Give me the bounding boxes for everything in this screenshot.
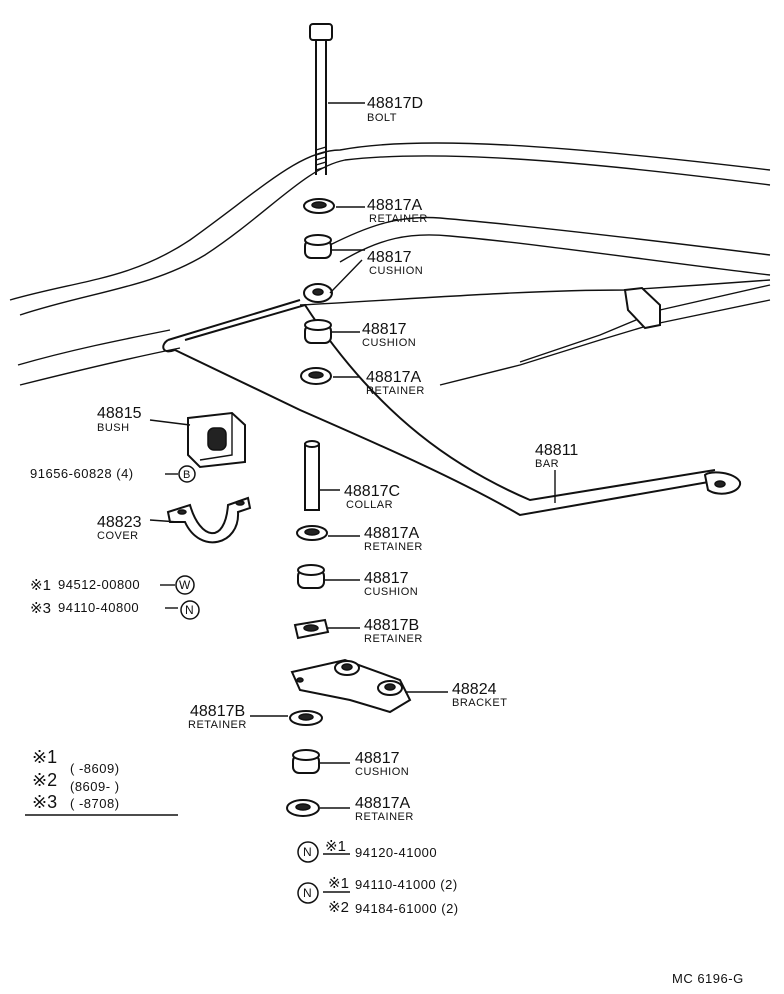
legend-range-1: ( -8609): [70, 761, 120, 776]
diagram-code: MC 6196-G: [672, 971, 744, 986]
svg-text:W: W: [179, 578, 191, 592]
legend-mark-2: ※2: [32, 770, 57, 790]
legend: ※1 ( -8609) ※2 (8609- ) ※3 ( -8708): [32, 747, 120, 812]
fastener-nut1: N ※1 94120-41000: [297, 838, 437, 863]
bolt-48817d: [309, 23, 333, 175]
svg-text:N: N: [185, 603, 194, 617]
svg-text:94120-41000: 94120-41000: [355, 845, 437, 860]
retainer-a4-part-number: 48817A: [355, 795, 410, 812]
svg-text:B: B: [183, 469, 191, 481]
svg-text:94110-41000 (2): 94110-41000 (2): [355, 877, 458, 892]
stabilizer-bar: [162, 283, 742, 517]
n-circle-icon: [297, 841, 319, 863]
svg-text:※3: ※3: [30, 600, 51, 617]
svg-text:94512-00800: 94512-00800: [58, 577, 140, 592]
retainer-a2-part-number: 48817A: [366, 369, 421, 386]
fastener-nut-n: ※3 94110-40800 N: [30, 600, 200, 620]
retainer-a3-part-number: 48817A: [364, 525, 419, 542]
legend-mark-1: ※1: [32, 747, 57, 767]
fastener-washer-w: ※1 94512-00800 W: [30, 575, 195, 595]
cushion1-name: CUSHION: [369, 265, 423, 277]
svg-text:※2: ※2: [328, 899, 349, 916]
cushion2-part-number: 48817: [362, 321, 407, 338]
retainer-b2-part-number: 48817B: [190, 703, 245, 720]
svg-text:N: N: [303, 845, 312, 859]
n-circle-icon: [297, 882, 319, 904]
cushion3-name: CUSHION: [364, 586, 418, 598]
svg-text:※1: ※1: [325, 838, 346, 855]
legend-mark-3: ※3: [32, 792, 57, 812]
n-circle-icon: [180, 600, 200, 620]
retainer-b2-name: RETAINER: [188, 719, 247, 731]
bar-name: BAR: [535, 458, 559, 470]
bar-part-number: 48811: [535, 442, 578, 459]
collar-name: COLLAR: [346, 499, 393, 511]
bolt-part-number: 48817D: [367, 95, 423, 112]
cover-part-number: 48823: [97, 514, 142, 531]
cushion4-name: CUSHION: [355, 766, 409, 778]
collar-part-number: 48817C: [344, 483, 400, 500]
cushion2-name: CUSHION: [362, 337, 416, 349]
frame-outline: [9, 142, 771, 386]
b-circle-icon: [178, 465, 196, 483]
legend-range-2: (8609- ): [70, 779, 120, 794]
svg-text:94184-61000 (2): 94184-61000 (2): [355, 901, 459, 916]
fastener-bolt-b: 91656-60828 (4) B: [30, 465, 196, 483]
fastener-b-text: 91656-60828 (4): [30, 466, 134, 481]
cushion4-part-number: 48817: [355, 750, 400, 767]
bolt-name: BOLT: [367, 112, 397, 124]
bracket-shape: [290, 658, 412, 714]
retainer-a1-name: RETAINER: [369, 213, 428, 225]
cushion3-part-number: 48817: [364, 570, 409, 587]
fastener-nut2: N ※1 94110-41000 (2) ※2 94184-61000 (2): [297, 875, 459, 916]
retainer-a1-part-number: 48817A: [367, 197, 422, 214]
w-circle-icon: [175, 575, 195, 595]
cover-name: COVER: [97, 530, 139, 542]
bracket-name: BRACKET: [452, 697, 507, 709]
bush-shape: [187, 411, 246, 469]
collar-shape: [304, 440, 320, 511]
leader-lines: [25, 102, 556, 816]
bush-name: BUSH: [97, 422, 130, 434]
cover-shape: [166, 496, 252, 544]
svg-text:※1: ※1: [328, 875, 349, 892]
bracket-part-number: 48824: [452, 681, 497, 698]
retainer-b1-name: RETAINER: [364, 633, 423, 645]
retainer-a4-name: RETAINER: [355, 811, 414, 823]
legend-range-3: ( -8708): [70, 796, 120, 811]
cushion1-part-number: 48817: [367, 249, 412, 266]
retainer-b1-part-number: 48817B: [364, 617, 419, 634]
bush-part-number: 48815: [97, 405, 142, 422]
retainer-a3-name: RETAINER: [364, 541, 423, 553]
svg-text:※1: ※1: [30, 577, 51, 594]
retainer-a2-name: RETAINER: [366, 385, 425, 397]
svg-text:94110-40800: 94110-40800: [58, 600, 139, 615]
svg-text:N: N: [303, 886, 312, 900]
